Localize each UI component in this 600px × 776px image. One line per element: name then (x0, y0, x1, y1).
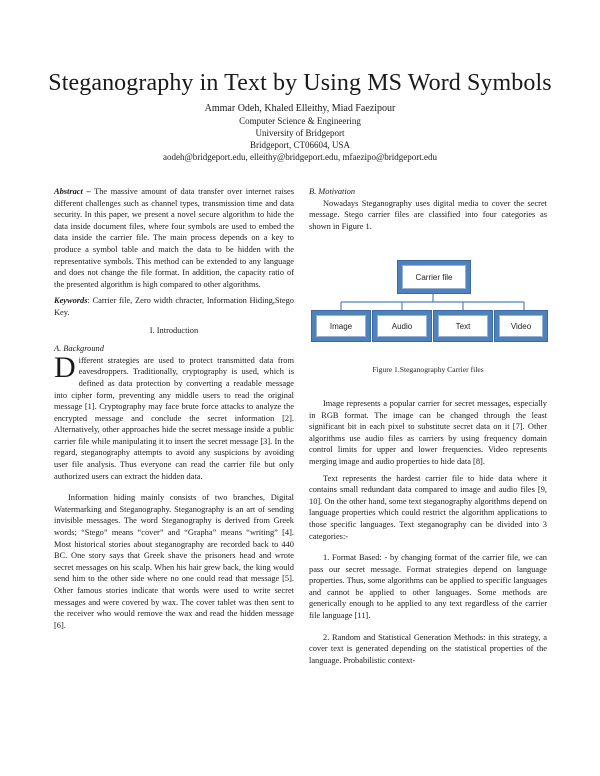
figure-carrier-files: Carrier file Image Audio Text Video (309, 244, 548, 354)
keywords: Keywords: Carrier file, Zero width chrac… (54, 295, 294, 318)
paper-title: Steganography in Text by Using MS Word S… (48, 70, 552, 96)
figure-root-node: Carrier file (397, 260, 471, 295)
figure-root-label: Carrier file (402, 265, 466, 290)
abstract: Abstract – The massive amount of data tr… (54, 186, 294, 290)
figure-node-text: Text (433, 310, 493, 343)
paper-authors: Ammar Odeh, Khaled Elleithy, Miad Faezip… (204, 103, 396, 114)
figure-node-audio: Audio (372, 310, 432, 343)
affiliation-location: Bridgeport, CT06604, USA (250, 140, 350, 150)
figure-caption: Figure 1.Steganography Carrier files (372, 365, 484, 375)
right-column: B. Motivation Nowadays Steganography use… (309, 186, 548, 666)
abstract-label: Abstract – (54, 187, 91, 196)
background-paragraph-1-text: ifferent strategies are used to protect … (54, 355, 294, 481)
right-paragraph-random-statistical: 2. Random and Statistical Generation Met… (309, 632, 547, 665)
abstract-text: The massive amount of data transfer over… (54, 187, 294, 289)
background-paragraph-2: Information hiding mainly consists of tw… (54, 493, 294, 630)
motivation-paragraph: Nowadays Steganography uses digital medi… (309, 198, 547, 231)
right-paragraph-format-based: 1. Format Based: - by changing format of… (309, 553, 547, 621)
affiliation-emails: aodeh@bridgeport.edu, elleithy@bridgepor… (162, 152, 438, 162)
keywords-label: Keywords (54, 296, 88, 306)
figure-node-audio-label: Audio (377, 315, 427, 338)
left-column: Abstract – The massive amount of data tr… (54, 186, 294, 631)
right-paragraph-image: Image represents a popular carrier for s… (309, 398, 547, 466)
figure-connectors (340, 292, 525, 311)
affiliation-department: Computer Science & Engineering (239, 116, 361, 126)
subsection-motivation: B. Motivation (309, 187, 356, 196)
figure-node-image-label: Image (316, 315, 366, 338)
right-paragraph-text: Text represents the hardest carrier file… (309, 473, 547, 541)
subsection-background: A. Background (54, 344, 104, 354)
figure-node-image: Image (311, 310, 371, 343)
figure-node-text-label: Text (438, 315, 488, 338)
figure-node-video-label: Video (499, 315, 543, 338)
drop-cap: D (54, 350, 76, 384)
affiliation-university: University of Bridgeport (255, 128, 345, 138)
section-heading-introduction: I. Introduction (149, 325, 199, 335)
figure-node-video: Video (494, 310, 548, 343)
keywords-text: : Carrier file, Zero width chracter, Inf… (54, 296, 294, 317)
